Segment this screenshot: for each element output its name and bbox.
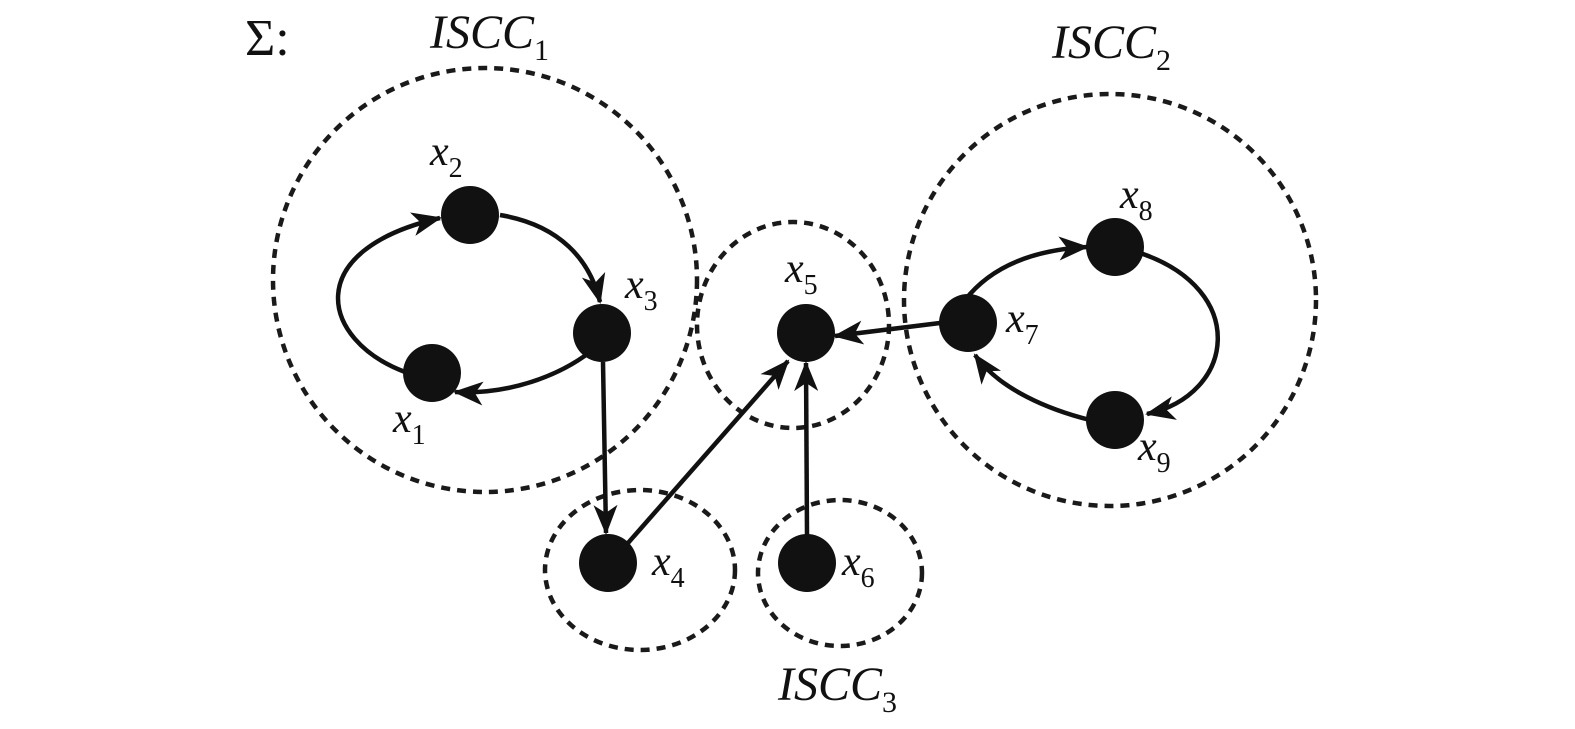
node-label-x4: x4 bbox=[651, 539, 685, 594]
node-label-x1: x1 bbox=[392, 396, 426, 451]
node-label-x9: x9 bbox=[1137, 424, 1171, 479]
edge-x7-x5 bbox=[833, 320, 941, 345]
node-x9 bbox=[1086, 391, 1144, 449]
node-x4 bbox=[579, 534, 637, 592]
node-label-x2: x2 bbox=[429, 129, 463, 184]
edge-x2-x3 bbox=[499, 212, 606, 304]
node-x3 bbox=[573, 304, 631, 362]
edge-x6-x5 bbox=[794, 361, 819, 536]
edge-x3-x1 bbox=[453, 350, 592, 406]
system-separator: : bbox=[275, 10, 289, 67]
scc-label-iscc3: ISCC3 bbox=[777, 658, 897, 719]
system-label: Σ: bbox=[245, 10, 290, 67]
scc-label-iscc1: ISCC1 bbox=[429, 6, 549, 67]
system-symbol: Σ bbox=[245, 10, 275, 67]
region-iscc3 bbox=[755, 497, 925, 649]
node-label-x6: x6 bbox=[841, 539, 875, 594]
edge-x1-x2 bbox=[335, 212, 442, 375]
node-label-x5: x5 bbox=[784, 246, 818, 301]
scc-label-iscc2: ISCC2 bbox=[1051, 16, 1171, 77]
edge-x9-x7 bbox=[973, 353, 1091, 423]
node-x6 bbox=[778, 534, 836, 592]
edge-x3-x4 bbox=[593, 361, 618, 535]
region-iscc1 bbox=[270, 65, 700, 495]
node-label-x7: x7 bbox=[1005, 296, 1039, 351]
edge-x7-x8 bbox=[963, 236, 1089, 302]
node-x7 bbox=[939, 294, 997, 352]
node-label-x8: x8 bbox=[1119, 172, 1153, 227]
node-x8 bbox=[1086, 218, 1144, 276]
node-x2 bbox=[441, 186, 499, 244]
node-label-x3: x3 bbox=[624, 262, 658, 317]
region-x5 bbox=[694, 219, 892, 431]
region-x4 bbox=[542, 487, 738, 653]
node-x1 bbox=[403, 344, 461, 402]
edge-x8-x9 bbox=[1139, 250, 1220, 420]
edge-x4-x5 bbox=[626, 359, 790, 545]
node-x5 bbox=[777, 304, 835, 362]
region-iscc2 bbox=[901, 91, 1319, 509]
